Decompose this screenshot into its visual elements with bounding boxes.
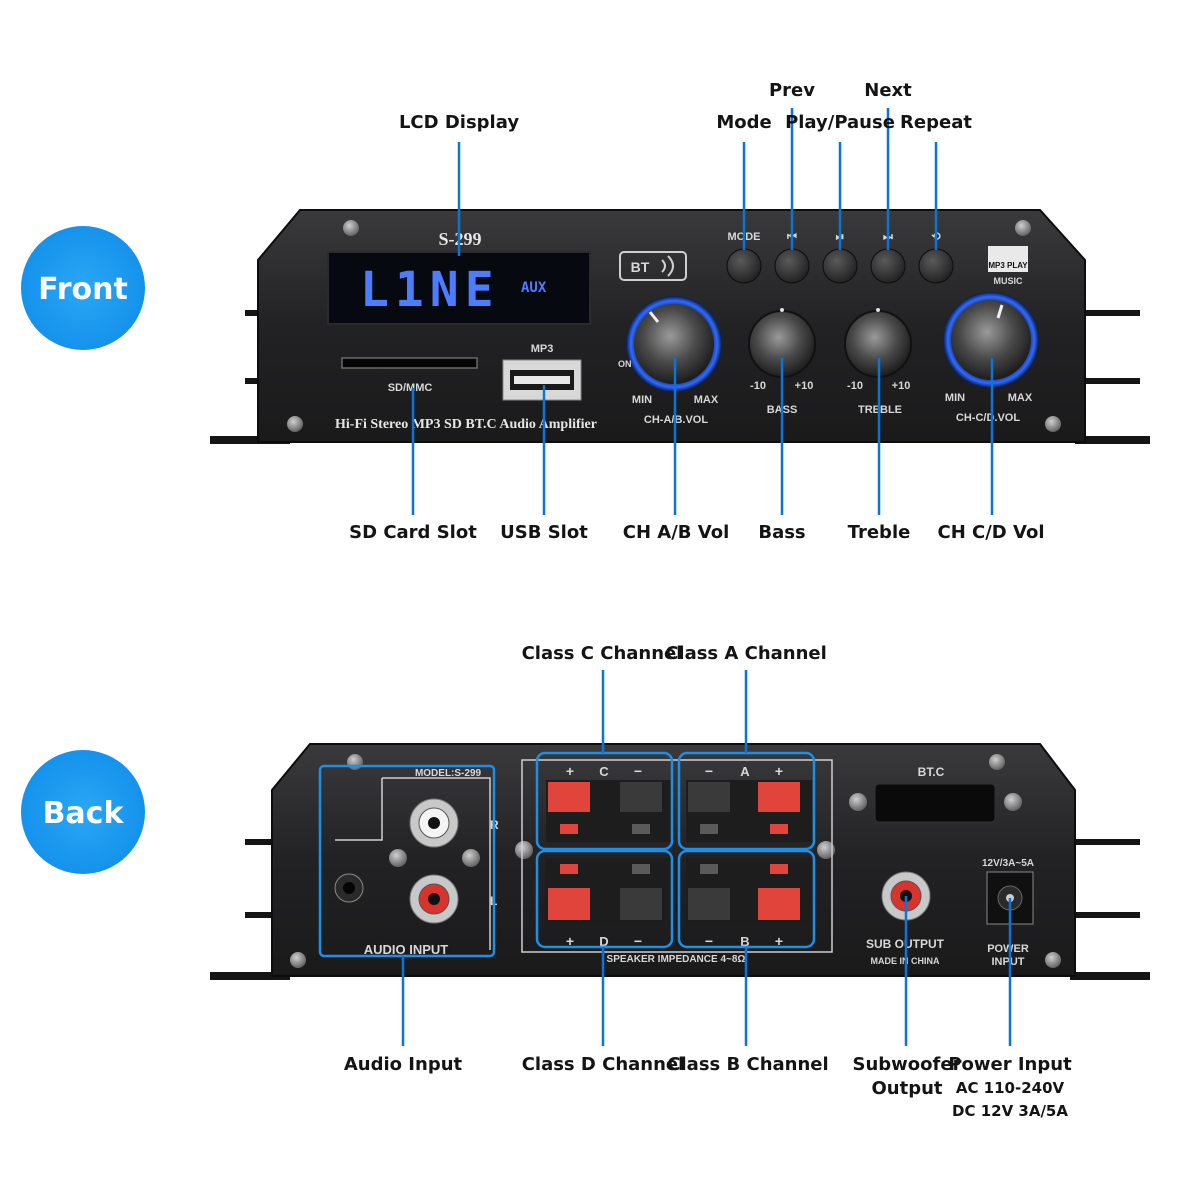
audio-input-highlight bbox=[318, 764, 496, 958]
callout-power-line3: DC 12V 3A/5A bbox=[952, 1102, 1068, 1120]
svg-text:Back: Back bbox=[43, 796, 125, 831]
class-c-highlight bbox=[535, 751, 674, 851]
svg-text:−: − bbox=[705, 763, 713, 779]
impedance-label: SPEAKER IMPEDANCE 4~8Ω bbox=[607, 954, 746, 965]
back-left-fins bbox=[210, 839, 290, 980]
callout-prev: Prev bbox=[769, 80, 815, 101]
aux-jack[interactable] bbox=[334, 873, 364, 903]
callout-lcd-display: LCD Display bbox=[399, 112, 519, 133]
terminal-b[interactable]: − B + bbox=[686, 858, 812, 949]
svg-text:CH-C/D.VOL: CH-C/D.VOL bbox=[956, 412, 1020, 424]
power-input-jack[interactable]: 12V/3A~5A POWER INPUT bbox=[982, 858, 1034, 968]
svg-text:+10: +10 bbox=[892, 380, 911, 392]
rca-input-l[interactable] bbox=[409, 874, 459, 924]
svg-text:MP3 PLAY: MP3 PLAY bbox=[988, 261, 1028, 270]
svg-text:+: + bbox=[566, 933, 574, 949]
lcd-main-text: L1NE bbox=[360, 262, 500, 318]
audio-input-panel: MODEL:S-299 R L AUDIO INPUT bbox=[334, 768, 499, 957]
back-right-fins bbox=[1070, 839, 1150, 980]
back-screws bbox=[290, 754, 1061, 968]
bt-indicator: BT bbox=[619, 251, 687, 281]
svg-text:+10: +10 bbox=[795, 380, 814, 392]
callout-next: Next bbox=[864, 80, 912, 101]
lcd-source-text: AUX bbox=[521, 280, 547, 296]
svg-text:B: B bbox=[740, 934, 749, 949]
svg-text:MIN: MIN bbox=[945, 392, 965, 404]
terminal-a[interactable]: − A + bbox=[686, 763, 812, 842]
svg-text:MIN: MIN bbox=[632, 394, 652, 406]
bass-knob[interactable]: -10 +10 BASS bbox=[748, 308, 816, 416]
svg-text:A: A bbox=[740, 764, 750, 779]
back-amplifier: MODEL:S-299 R L AUDIO INPUT bbox=[210, 743, 1150, 980]
callout-vol-ab: CH A/B Vol bbox=[623, 522, 730, 543]
svg-text:MP3: MP3 bbox=[531, 343, 554, 355]
vol-cd-knob[interactable]: MIN MAX CH-C/D.VOL bbox=[943, 292, 1039, 424]
mp3-play-logo: MP3 PLAY MUSIC bbox=[988, 246, 1028, 286]
terminal-d[interactable]: + D − bbox=[546, 858, 672, 949]
callout-usb-slot: USB Slot bbox=[500, 522, 588, 543]
svg-text:SD/MMC: SD/MMC bbox=[388, 382, 433, 394]
svg-text:POWER: POWER bbox=[987, 943, 1029, 955]
front-badge: Front bbox=[21, 226, 145, 350]
callout-subwoofer-line2: Output bbox=[871, 1078, 942, 1099]
lcd-display: L1NE AUX bbox=[327, 251, 591, 325]
svg-text:−: − bbox=[634, 763, 642, 779]
back-callouts: Class C Channel Class A Channel Audio In… bbox=[344, 643, 1072, 1120]
callout-class-c: Class C Channel bbox=[522, 643, 683, 664]
callout-mode: Mode bbox=[716, 112, 771, 133]
svg-text:+: + bbox=[775, 933, 783, 949]
terminal-c[interactable]: + C − bbox=[546, 763, 672, 842]
svg-text:AUDIO INPUT: AUDIO INPUT bbox=[364, 942, 449, 957]
front-amplifier: S-299 L1NE AUX BT MODE ⏮ ⏯ ⏭ bbox=[210, 209, 1150, 444]
back-badge: Back bbox=[21, 750, 145, 874]
vol-ab-knob[interactable]: ON MIN MAX CH-A/B.VOL bbox=[618, 296, 722, 426]
treble-knob[interactable]: -10 +10 TREBLE bbox=[844, 308, 912, 416]
callout-bass: Bass bbox=[758, 522, 805, 543]
rca-input-r[interactable] bbox=[409, 798, 459, 848]
callout-sd-card-slot: SD Card Slot bbox=[349, 522, 477, 543]
sd-card-slot[interactable]: SD/MMC bbox=[341, 357, 478, 394]
svg-text:+: + bbox=[566, 763, 574, 779]
callout-audio-input: Audio Input bbox=[344, 1054, 463, 1075]
svg-text:+: + bbox=[775, 763, 783, 779]
svg-text:ON: ON bbox=[618, 359, 632, 369]
svg-text:BT.C: BT.C bbox=[918, 765, 945, 779]
svg-text:Front: Front bbox=[38, 272, 128, 307]
svg-text:BT: BT bbox=[631, 259, 650, 275]
svg-text:C: C bbox=[599, 764, 609, 779]
front-screws bbox=[287, 220, 1061, 432]
svg-text:MUSIC: MUSIC bbox=[994, 276, 1024, 286]
callout-repeat: Repeat bbox=[900, 112, 972, 133]
svg-text:-10: -10 bbox=[750, 380, 766, 392]
right-heat-fins bbox=[1075, 310, 1150, 444]
class-d-highlight bbox=[535, 849, 674, 949]
callout-class-a: Class A Channel bbox=[665, 643, 827, 664]
svg-text:INPUT: INPUT bbox=[992, 956, 1025, 968]
svg-text:12V/3A~5A: 12V/3A~5A bbox=[982, 858, 1034, 869]
svg-text:−: − bbox=[634, 933, 642, 949]
callout-vol-cd: CH C/D Vol bbox=[937, 522, 1044, 543]
callout-treble: Treble bbox=[848, 522, 911, 543]
svg-text:D: D bbox=[599, 934, 608, 949]
callout-subwoofer-line1: Subwoofer bbox=[853, 1054, 962, 1075]
front-tagline: Hi-Fi Stereo MP3 SD BT.C Audio Amplifier bbox=[335, 417, 597, 432]
svg-text:−: − bbox=[705, 933, 713, 949]
callout-power-line2: AC 110-240V bbox=[956, 1079, 1065, 1097]
front-callouts: LCD Display Mode Prev Play/Pause Next Re… bbox=[349, 80, 1044, 543]
svg-text:-10: -10 bbox=[847, 380, 863, 392]
callout-power-line1: Power Input bbox=[948, 1054, 1072, 1075]
bt-antenna-module: BT.C bbox=[874, 765, 996, 823]
callout-class-d: Class D Channel bbox=[522, 1054, 685, 1075]
callout-play-pause: Play/Pause bbox=[785, 112, 895, 133]
svg-text:MODEL:S-299: MODEL:S-299 bbox=[415, 768, 482, 779]
svg-text:MAX: MAX bbox=[694, 394, 719, 406]
usb-slot[interactable]: MP3 bbox=[502, 343, 582, 401]
svg-text:MAX: MAX bbox=[1008, 392, 1033, 404]
callout-class-b: Class B Channel bbox=[667, 1054, 828, 1075]
